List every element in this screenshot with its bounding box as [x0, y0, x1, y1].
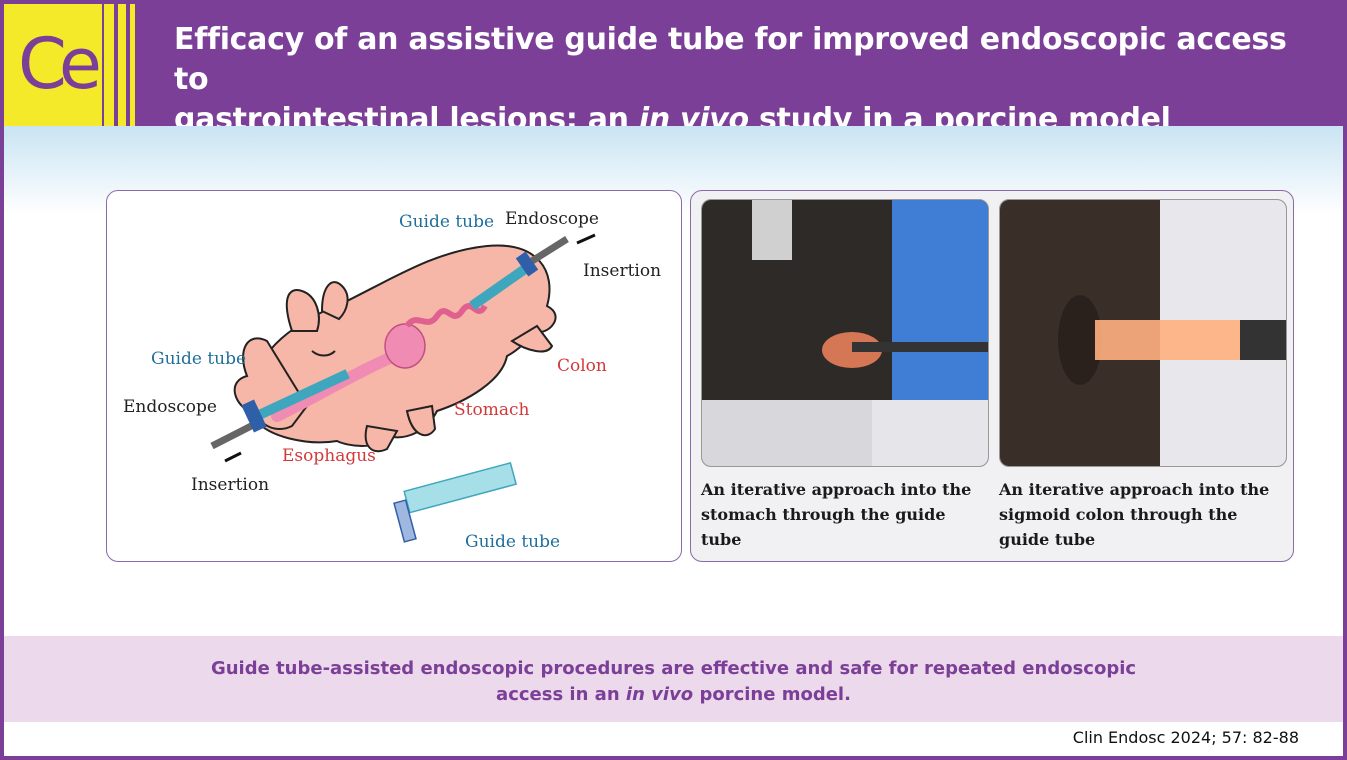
label-esophagus: Esophagus	[282, 446, 376, 466]
colon-caption: An iterative approach into the sigmoid c…	[999, 477, 1279, 552]
header-bar: Ce Efficacy of an assistive guide tube f…	[0, 0, 1347, 137]
label-endoscope-top: Endoscope	[505, 209, 599, 229]
guide-tube-colon	[469, 264, 529, 311]
label-insertion-bottom: Insertion	[191, 475, 269, 495]
logo-stripe	[130, 4, 135, 126]
label-guide-tube-bottom: Guide tube	[465, 532, 560, 552]
guide-tube-illustration-hub	[393, 499, 417, 543]
title-line-1: Efficacy of an assistive guide tube for …	[174, 22, 1287, 97]
pig-diagram: Guide tube Endoscope Insertion Colon Gui…	[123, 209, 661, 552]
citation: Clin Endosc 2024; 57: 82-88	[1072, 728, 1299, 747]
stomach-photo-image	[702, 200, 988, 466]
pig-ear	[285, 289, 320, 332]
label-guide-tube-top: Guide tube	[399, 212, 494, 232]
guide-tube-hub	[241, 399, 267, 433]
endoscope-line	[530, 236, 569, 264]
logo-text: Ce	[18, 23, 102, 105]
label-endoscope-left: Endoscope	[123, 397, 217, 417]
colon-photo-image	[1000, 200, 1286, 466]
caption-line: An iterative approach into the	[999, 480, 1270, 499]
caption-line: sigmoid colon through the	[999, 505, 1238, 524]
guide-tube-hub	[515, 251, 539, 277]
pig-leg	[510, 324, 554, 353]
pig-leg	[405, 404, 437, 437]
conclusion-text-part: porcine model.	[693, 684, 851, 705]
label-insertion-top: Insertion	[583, 261, 661, 281]
stomach-caption: An iterative approach into the stomach t…	[701, 477, 981, 552]
conclusion-band: Guide tube-assisted endoscopic procedure…	[4, 636, 1343, 722]
conclusion-line: Guide tube-assisted endoscopic procedure…	[210, 658, 1137, 679]
guide-tube-illustration	[403, 461, 518, 514]
journal-logo: Ce	[4, 4, 102, 126]
conclusion-line: access in an in vivo porcine model.	[4, 682, 1343, 708]
guide-tube-esophagus	[254, 369, 350, 421]
label-colon: Colon	[557, 356, 607, 376]
photo-panel: An iterative approach into the stomach t…	[690, 190, 1294, 562]
arrow-icon	[576, 233, 596, 245]
pig-diagram-panel: Guide tube Endoscope Insertion Colon Gui…	[106, 190, 682, 562]
conclusion-text-part: access in an	[496, 684, 626, 705]
label-stomach: Stomach	[454, 400, 529, 420]
colon-photo	[999, 199, 1287, 467]
endoscope-line	[210, 419, 259, 450]
logo-stripe	[104, 4, 114, 126]
caption-line: An iterative approach into the	[701, 480, 972, 499]
arrow-icon	[224, 451, 242, 463]
page-title: Efficacy of an assistive guide tube for …	[174, 20, 1324, 140]
label-guide-tube-left: Guide tube	[151, 349, 246, 369]
conclusion-text: Guide tube-assisted endoscopic procedure…	[4, 656, 1343, 708]
logo-stripe	[118, 4, 126, 126]
pig-ear	[320, 281, 349, 321]
caption-line: guide tube	[999, 530, 1096, 549]
conclusion-italic: in vivo	[625, 684, 694, 705]
stomach-photo	[701, 199, 989, 467]
pig-eye	[311, 350, 336, 357]
pig-leg	[364, 424, 399, 453]
caption-line: stomach through the guide tube	[701, 505, 946, 549]
stomach-shape	[384, 323, 426, 369]
